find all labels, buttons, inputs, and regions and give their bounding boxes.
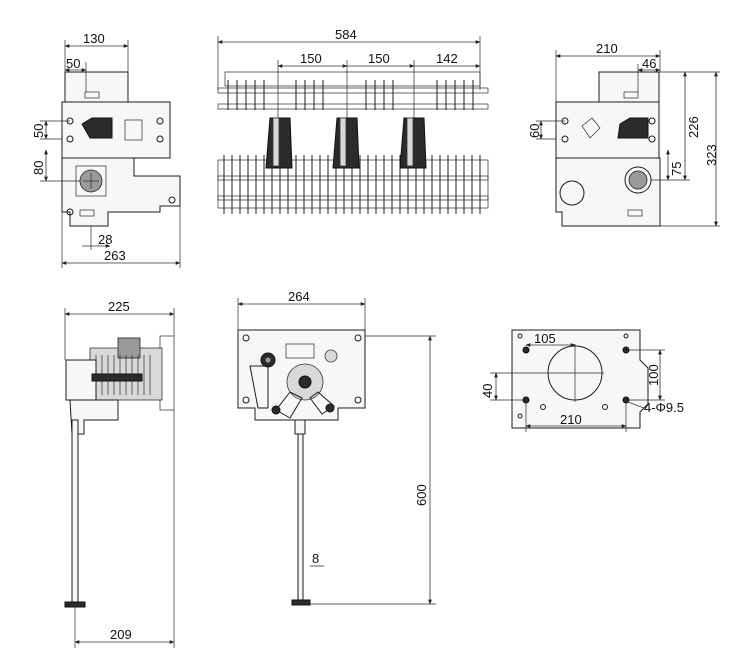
- dim-105: 105: [534, 331, 556, 346]
- dim-226: 226: [686, 116, 701, 138]
- top-slot: [84, 91, 100, 99]
- dim-46: 46: [642, 56, 656, 71]
- mount-hole: [156, 117, 164, 125]
- mechanism-view: 264 600 8: [237, 289, 436, 606]
- upper-rail: [224, 71, 481, 87]
- mount-hole: [522, 346, 530, 354]
- dim-75: 75: [669, 162, 684, 176]
- center-crosshair: [546, 344, 604, 402]
- front-view-left: 130 50 50 80 28 263: [31, 31, 181, 268]
- dim-210: 210: [560, 412, 582, 427]
- aux-hole: [623, 333, 629, 339]
- mount-hole: [156, 135, 164, 143]
- arm-pin-left: [271, 405, 281, 415]
- dim-150-a: 150: [300, 51, 322, 66]
- dim-323: 323: [704, 144, 719, 166]
- aux-hole: [602, 404, 608, 410]
- lower-bar-2: [217, 195, 489, 201]
- bottom-slot: [627, 209, 643, 217]
- upper-contact-comb: [227, 80, 474, 110]
- bottom-slot: [79, 209, 95, 217]
- mount-hole: [648, 135, 656, 143]
- dim-600: 600: [414, 484, 429, 506]
- side-window: [124, 119, 143, 141]
- cam-window: [617, 117, 649, 139]
- dim-80: 80: [31, 161, 46, 175]
- dim-150-b: 150: [368, 51, 390, 66]
- lower-contact-comb: [223, 155, 481, 214]
- dim-50-top: 50: [66, 56, 80, 71]
- dim-130: 130: [83, 31, 105, 46]
- dim-28: 28: [98, 232, 112, 247]
- side-view-right: 210 46 60 226 323 75: [527, 41, 720, 227]
- aux-hole: [517, 413, 523, 419]
- aux-hole: [540, 404, 546, 410]
- upper-bar-2: [217, 103, 489, 110]
- front-flange: [65, 359, 97, 401]
- rod-coupling: [294, 419, 306, 435]
- top-slot: [623, 91, 639, 99]
- top-housing: [598, 71, 660, 103]
- mount-hole: [648, 117, 656, 125]
- corner-hole: [354, 334, 362, 342]
- top-view-main: 584 150 150 142: [217, 27, 489, 214]
- dim-142: 142: [436, 51, 458, 66]
- dim-225: 225: [108, 299, 130, 314]
- drive-shaft: [91, 373, 143, 382]
- upper-plate: [61, 101, 171, 159]
- socket-cross: [83, 173, 99, 189]
- insulator-2-highlight: [339, 117, 347, 167]
- mounting-plate: [511, 329, 649, 429]
- rod-handle: [291, 599, 311, 606]
- dim-209: 209: [110, 627, 132, 642]
- dim-8: 8: [312, 551, 319, 566]
- corner-hole: [354, 396, 362, 404]
- cam-arm-right: [309, 391, 335, 415]
- spring-pin: [324, 349, 338, 363]
- side-slot: [581, 117, 601, 139]
- top-gear: [117, 337, 141, 359]
- upper-bar: [217, 87, 489, 94]
- mount-hole: [561, 135, 569, 143]
- dim-584: 584: [335, 27, 357, 42]
- link-left: [249, 365, 269, 409]
- aux-hole: [517, 333, 523, 339]
- dim-100: 100: [646, 364, 661, 386]
- mount-hole: [66, 135, 74, 143]
- hex-shaft: [628, 170, 648, 190]
- insulator-3-highlight: [406, 117, 414, 167]
- label-plate: [285, 343, 315, 359]
- rod-handle: [64, 601, 86, 608]
- dim-4-holes: 4-Φ9.5: [644, 400, 684, 415]
- dim-263: 263: [104, 248, 126, 263]
- cam-window: [81, 117, 113, 139]
- operating-rod: [297, 433, 304, 601]
- dim-60: 60: [527, 124, 542, 138]
- dim-210: 210: [596, 41, 618, 56]
- top-housing: [64, 71, 129, 103]
- dim-264: 264: [288, 289, 310, 304]
- side-view-shaft: 225 209: [64, 299, 175, 648]
- mount-hole: [66, 208, 74, 216]
- lower-bar: [217, 175, 489, 181]
- corner-hole: [242, 396, 250, 404]
- mount-hole: [168, 196, 176, 204]
- dim-50-side: 50: [31, 124, 46, 138]
- mounting-plate-view: 105 100 40 210 4-Φ9.5: [480, 329, 684, 432]
- insulator-1-highlight: [272, 117, 280, 167]
- pivot-center: [264, 356, 272, 364]
- dim-40: 40: [480, 384, 495, 398]
- cam-hub: [298, 375, 312, 389]
- round-cutout: [559, 180, 585, 206]
- operating-rod: [71, 419, 79, 603]
- corner-hole: [242, 334, 250, 342]
- cam-arm-left: [275, 391, 303, 419]
- arm-pin-right: [325, 403, 335, 413]
